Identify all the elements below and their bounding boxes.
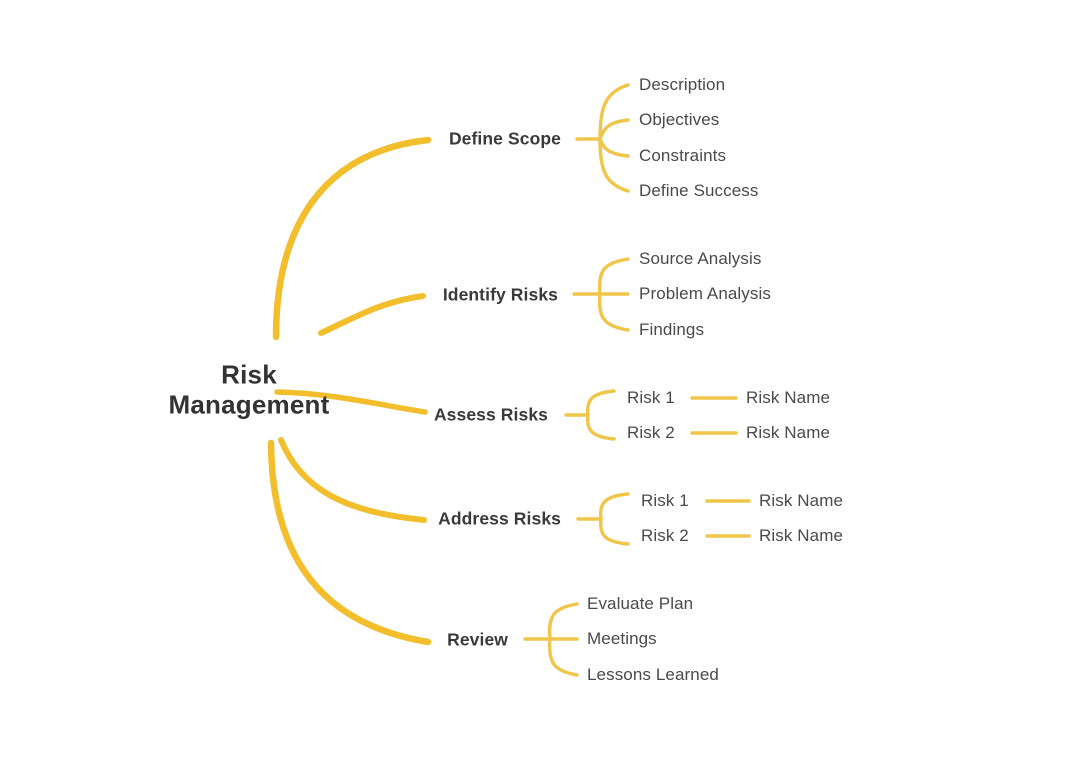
leaf-meetings[interactable]: Meetings [587,629,657,648]
bracket-prong-constraints [598,137,630,158]
bracket-prong-define-success [598,137,630,193]
leaf-address-risk-2[interactable]: Risk 2 [641,526,689,545]
leaf-lessons-learned[interactable]: Lessons Learned [587,665,719,684]
leaf-assess-risk-2-name[interactable]: Risk Name [746,423,831,442]
root-label-line-2: Management [168,390,330,420]
branch-label-assess-risks[interactable]: Assess Risks [433,404,548,425]
trunk-address-risks [278,437,427,523]
leaf-define-success[interactable]: Define Success [639,181,759,200]
leaf-assess-risk-1-name[interactable]: Risk Name [746,388,831,407]
branch-label-address-risks[interactable]: Address Risks [438,508,561,529]
leaf-source-analysis[interactable]: Source Analysis [639,249,762,268]
root-node[interactable]: Risk Management [169,360,330,421]
leaf-objectives[interactable]: Objectives [639,110,720,129]
trunk-define-scope [272,136,432,341]
bracket-prong-assess-risk-2 [585,413,616,441]
trunk-review [267,439,432,646]
leaf-assess-risk-1[interactable]: Risk 1 [627,388,675,407]
bracket-prong-address-risk-1 [598,492,630,521]
trunk-assess-risks [274,389,428,415]
bracket-prong-objectives [598,118,630,141]
leaf-problem-analysis[interactable]: Problem Analysis [639,284,771,303]
root-label-line-1: Risk [221,359,277,390]
leaf-description[interactable]: Description [639,75,726,94]
bracket-prong-description [598,83,630,141]
trunk-identify-risks [318,293,426,336]
bracket-prong-evaluate-plan [547,602,579,641]
bracket-prong-assess-risk-1 [585,389,616,417]
bracket-prong-lessons-learned [547,637,579,677]
bracket-prong-findings [597,292,630,332]
branch-label-define-scope[interactable]: Define Scope [448,128,561,149]
leaf-address-risk-2-name[interactable]: Risk Name [759,526,844,545]
leaf-constraints[interactable]: Constraints [639,146,727,165]
bracket-prong-address-risk-2 [598,517,630,546]
leaf-assess-risk-2[interactable]: Risk 2 [627,423,675,442]
leaf-evaluate-plan[interactable]: Evaluate Plan [587,594,694,613]
branch-label-review[interactable]: Review [447,629,508,650]
leaf-address-risk-1-name[interactable]: Risk Name [759,491,844,510]
leaf-address-risk-1[interactable]: Risk 1 [641,491,689,510]
branch-label-identify-risks[interactable]: Identify Risks [442,284,558,305]
bracket-prong-source-analysis [597,257,630,296]
leaf-findings[interactable]: Findings [639,320,705,339]
